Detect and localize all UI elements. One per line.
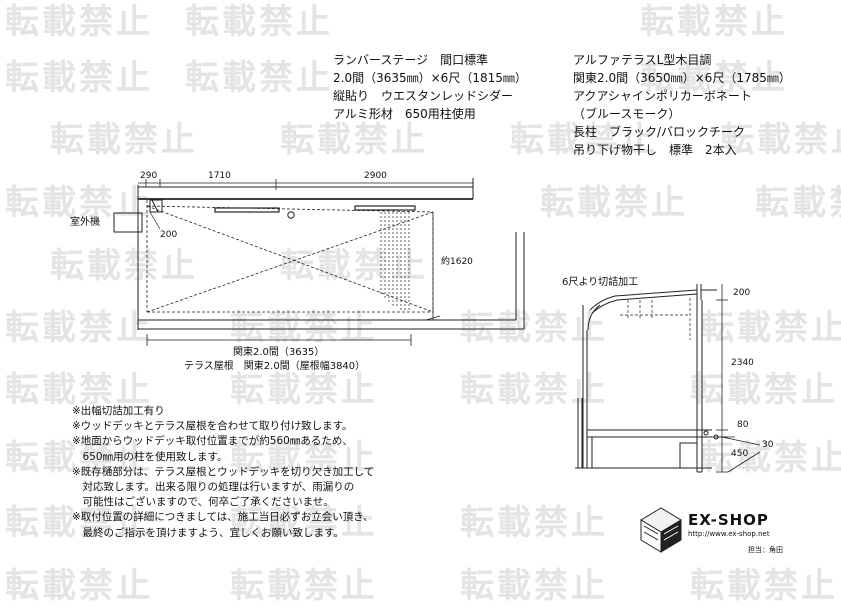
spec-line: 2.0間（3635㎜）×6尺（1815㎜）: [333, 71, 527, 85]
spec-line: アルファテラスL型木目調: [573, 53, 712, 67]
plan-top-dimension: [138, 179, 474, 190]
watermark: 転載禁止: [230, 370, 378, 410]
plan-dim-200: 200: [160, 230, 178, 240]
watermark: 転載禁止: [5, 58, 153, 98]
watermark: 転載禁止: [185, 2, 333, 42]
watermark: 転載禁止: [5, 308, 153, 348]
elev-dim-80: 80: [737, 420, 749, 430]
watermark: 転載禁止: [230, 438, 378, 478]
plan-roof-outline: [146, 200, 434, 313]
spec-line: 長柱 ブラック/バロックチーク: [573, 125, 746, 139]
elevation-column: [577, 305, 588, 468]
watermark: 転載禁止: [5, 370, 153, 410]
elev-dim-200: 200: [733, 288, 751, 298]
elevation-hanger: [620, 298, 691, 340]
watermark: 転載禁止: [540, 183, 688, 223]
watermark: 転載禁止: [720, 120, 841, 160]
plan-dim-1710: 1710: [208, 171, 231, 181]
note-line: 対応致します。出来る限りの処理は行いますが、雨漏りの: [72, 480, 355, 493]
watermark: 転載禁止: [510, 120, 658, 160]
note-line: 650㎜用の柱を使用致します。: [72, 450, 228, 463]
elev-dim-30: 30: [762, 440, 774, 450]
spec-line: 関東2.0間（3650㎜）×6尺（1785㎜）: [573, 71, 791, 85]
outdoor-unit-label: 室外機: [70, 217, 100, 228]
plan-dim-2900: 2900: [364, 171, 387, 181]
plan-width-dimension: [146, 334, 412, 346]
note-line: ※出幅切詰加工有り: [72, 405, 165, 417]
watermark: 転載禁止: [230, 503, 378, 543]
notes: ※出幅切詰加工有り ※ウッドデッキとテラス屋根を合わせて取り付け致します。 ※地…: [72, 404, 374, 541]
watermark: 転載禁止: [700, 308, 841, 348]
watermark: 転載禁止: [5, 503, 153, 543]
outdoor-unit-box: [113, 212, 143, 233]
spec-line: （ブルースモーク）: [573, 107, 681, 121]
plan-200-leader: [149, 211, 161, 230]
spec-line: アルミ形材 650用柱使用: [333, 107, 476, 121]
watermark: 転載禁止: [5, 183, 153, 223]
note-line: ※取付位置の詳細につきましては、施工当日必ずお立会い頂き、: [72, 511, 374, 524]
cut-label: 6尺より切詰加工: [562, 277, 639, 288]
spec-left: ランバーステージ 間口標準 2.0間（3635㎜）×6尺（1815㎜） 縦貼り …: [333, 51, 527, 123]
plan-dim-depth: 約1620: [441, 257, 473, 267]
note-line: ※既存樋部分は、テラス屋根とウッドデッキを切り欠き加工して: [72, 465, 375, 478]
watermark: 転載禁止: [5, 2, 153, 42]
watermark: 転載禁止: [230, 308, 378, 348]
watermark: 転載禁止: [50, 246, 198, 286]
plan-depth-dimension: [425, 212, 441, 321]
logo-staff: 担当：角田: [748, 546, 783, 554]
watermark: 転載禁止: [280, 120, 428, 160]
note-line: ※地面からウッドデッキ取付位置までが約560㎜あるため、: [72, 435, 353, 448]
watermark: 転載禁止: [460, 503, 608, 543]
watermark: 転載禁止: [700, 438, 841, 478]
plan-deck: [138, 232, 525, 330]
drawing-sheet: 転載禁止 転載禁止 転載禁止 転載禁止 転載禁止 転載禁止 転載禁止 転載禁止 …: [5, 2, 841, 606]
spec-line: 縦貼り ウエスタンレッドシダー: [333, 89, 514, 103]
note-line: ※ウッドデッキとテラス屋根を合わせて取り付け致します。: [72, 420, 353, 433]
logo-cube: [640, 507, 682, 553]
elev-dim-450: 450: [731, 449, 749, 459]
elevation-roof: [587, 284, 717, 331]
watermark: 転載禁止: [50, 120, 198, 160]
elevation-deck: [575, 429, 719, 469]
elevation-dimensions: [703, 284, 761, 473]
watermark: 転載禁止: [460, 308, 608, 348]
roof-width-label: テラス屋根 関東2.0間（屋根幅3840）: [184, 361, 366, 372]
watermark: 転載禁止: [5, 438, 153, 478]
watermark: 転載禁止: [640, 58, 788, 98]
watermark: 転載禁止: [460, 370, 608, 410]
note-line: 最終のご指示を頂けますよう、宜しくお願い致します。: [72, 526, 344, 539]
plan-house-line: [137, 178, 474, 330]
drawing-lines: [113, 178, 761, 553]
watermark: 転載禁止: [185, 58, 333, 98]
spec-right: アルファテラスL型木目調 関東2.0間（3650㎜）×6尺（1785㎜） アクア…: [573, 51, 791, 159]
elevation-wall: [696, 300, 703, 473]
deck-width-label: 関東2.0間（3635）: [233, 347, 325, 358]
watermark: 転載禁止: [640, 2, 788, 42]
watermark: 転載禁止: [690, 370, 838, 410]
note-line: 可能性はございますので、何卒ご了承くださいませ。: [72, 496, 334, 509]
spec-line: アクアシャインポリカーボネート: [573, 89, 752, 103]
plan-dim-290: 290: [140, 171, 158, 181]
spec-line: 吊り下げ物干し 標準 2本入: [573, 143, 737, 157]
logo-name: EX-SHOP: [688, 511, 769, 529]
watermark: 転載禁止: [755, 183, 841, 223]
plan-laundry-lines: [380, 212, 410, 310]
logo-url: http://www.ex-shop.net: [688, 530, 770, 538]
spec-line: ランバーステージ 間口標準: [333, 53, 489, 67]
elev-dim-2340: 2340: [731, 358, 754, 368]
